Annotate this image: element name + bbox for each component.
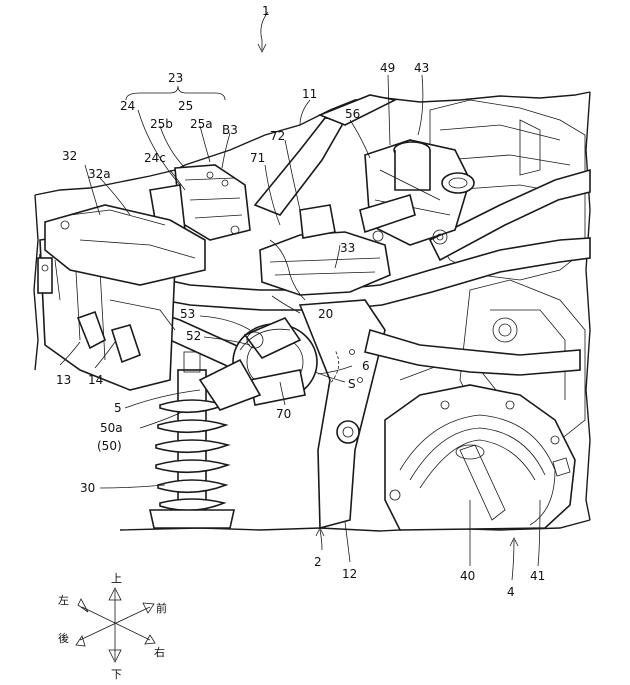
rear-arrow-icon: [75, 635, 86, 647]
leader-lines: [59, 11, 541, 581]
label-70: 70: [276, 407, 291, 421]
label-32a: 32a: [88, 167, 111, 181]
direction-rear: 後: [58, 631, 69, 645]
crankcase-cover: [384, 384, 576, 531]
label-25b: 25b: [150, 117, 173, 131]
label-49: 49: [380, 61, 395, 75]
label-13: 13: [56, 373, 71, 387]
label-52: 52: [186, 329, 201, 343]
label-56: 56: [345, 107, 360, 121]
label-6: 6: [362, 359, 370, 373]
label-24c: 24c: [144, 151, 166, 165]
label-5: 5: [114, 401, 122, 415]
label-72: 72: [270, 129, 285, 143]
label-53: 53: [180, 307, 195, 321]
label-20: 20: [318, 307, 333, 321]
direction-down: 下: [111, 668, 122, 681]
label-25: 25: [178, 99, 193, 113]
label-b3: B3: [222, 123, 238, 137]
label-71: 71: [250, 151, 265, 165]
label-12: 12: [342, 567, 357, 581]
label-43: 43: [414, 61, 429, 75]
label-30: 30: [80, 481, 95, 495]
label-1: 1: [262, 4, 270, 18]
right-arrow-icon: [144, 634, 156, 645]
label-33: 33: [340, 241, 355, 255]
up-arrow-icon: [108, 587, 122, 601]
down-arrow-icon: [108, 649, 122, 663]
front-arrow-icon: [142, 602, 155, 614]
direction-indicator: 上 下 左 前 後 右: [58, 572, 167, 681]
label-50: (50): [97, 439, 122, 453]
label-32: 32: [62, 149, 77, 163]
label-4: 4: [507, 585, 515, 599]
part-labels: 1 23 24 25 25b 25a B3 24c 32 32a 11 56 4…: [56, 4, 545, 599]
direction-up: 上: [111, 572, 122, 585]
label-50a: 50a: [100, 421, 123, 435]
label-14: 14: [88, 373, 103, 387]
left-arrow-icon: [77, 598, 89, 613]
label-s: S: [348, 377, 356, 391]
direction-front: 前: [156, 601, 167, 615]
label-25a: 25a: [190, 117, 213, 131]
label-24: 24: [120, 99, 135, 113]
label-23: 23: [168, 71, 183, 85]
label-2: 2: [314, 555, 322, 569]
label-41: 41: [530, 569, 545, 583]
intake-duct: [259, 193, 416, 301]
label-11: 11: [302, 87, 317, 101]
front-rear-axis: [79, 606, 151, 641]
label-40: 40: [460, 569, 475, 583]
left-right-axis: [81, 606, 151, 641]
shock-mount-link: [198, 317, 318, 411]
direction-left: 左: [58, 594, 69, 607]
direction-right: 右: [154, 645, 165, 659]
rear-shock-absorber: [149, 351, 235, 529]
